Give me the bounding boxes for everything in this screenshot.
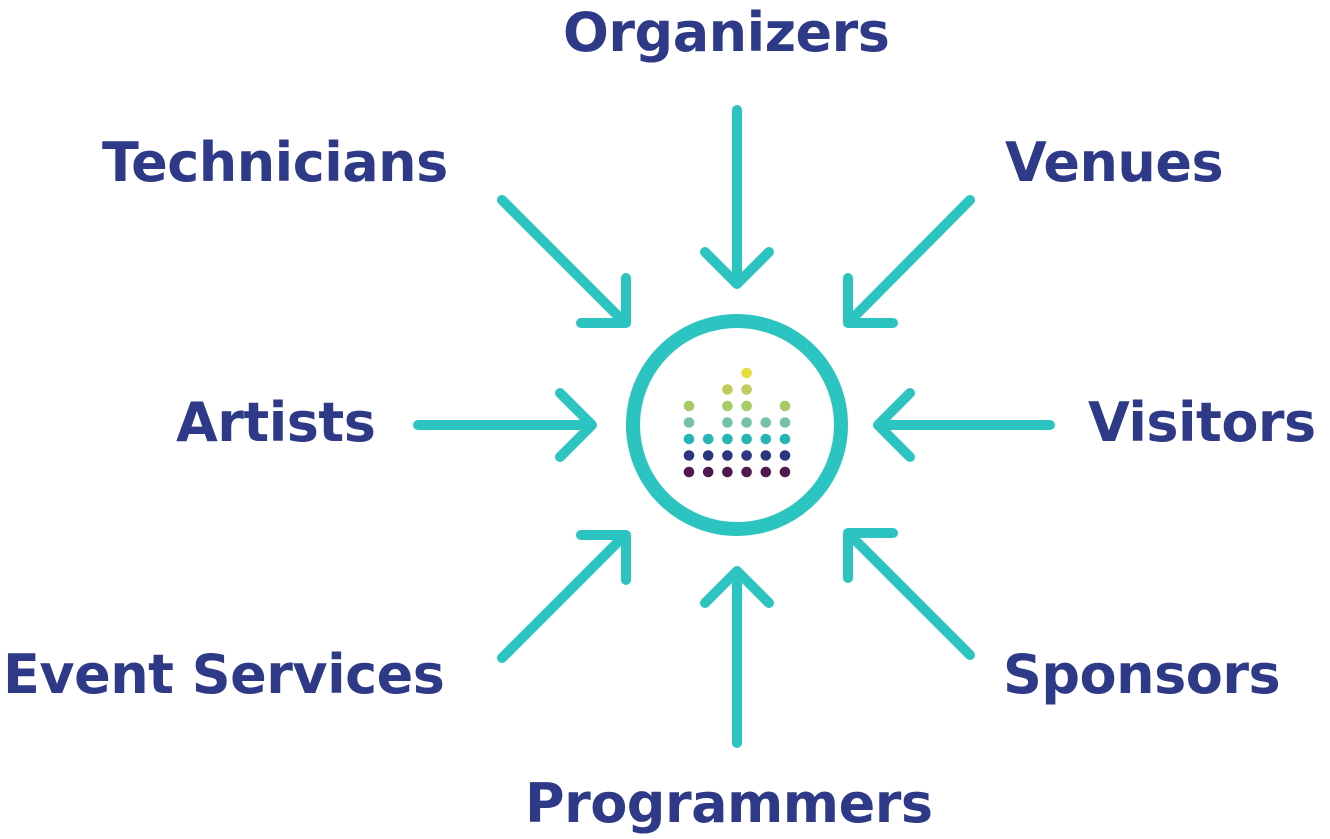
label-programmers: Programmers — [525, 772, 933, 835]
arrow-from-artists — [413, 388, 597, 462]
equalizer-dot — [702, 466, 714, 478]
equalizer-dot — [683, 450, 695, 461]
equalizer-dot — [722, 384, 733, 395]
equalizer-dot — [722, 450, 733, 461]
equalizer-dot — [683, 466, 695, 478]
label-technicians: Technicians — [102, 131, 448, 194]
equalizer-dot — [722, 400, 733, 412]
label-visitors: Visitors — [1088, 391, 1316, 454]
equalizer-dot — [741, 400, 752, 412]
equalizer-dot — [760, 417, 772, 428]
arrow-from-programmers — [700, 566, 774, 748]
equalizer-dot — [702, 450, 714, 461]
equalizer-dot-matrix-icon — [683, 367, 791, 478]
equalizer-dot — [722, 466, 733, 478]
equalizer-dot — [741, 466, 752, 478]
label-sponsors: Sponsors — [1003, 643, 1281, 706]
equalizer-dot — [779, 417, 791, 428]
equalizer-dot — [722, 433, 733, 445]
equalizer-dot — [722, 417, 733, 428]
equalizer-dot — [702, 433, 714, 445]
arrow-from-visitors — [873, 388, 1055, 462]
label-venues: Venues — [1005, 131, 1224, 194]
arrow-from-venues — [843, 195, 975, 328]
equalizer-dot — [779, 433, 791, 445]
equalizer-dot — [760, 466, 772, 478]
equalizer-dot — [741, 433, 752, 445]
arrow-from-sponsors — [843, 528, 975, 660]
equalizer-dot — [760, 433, 772, 445]
equalizer-dot — [741, 384, 752, 395]
arrow-from-technicians — [497, 195, 631, 328]
equalizer-dot — [779, 400, 791, 412]
label-organizers: Organizers — [563, 1, 890, 64]
equalizer-dot — [683, 400, 695, 412]
equalizer-dot — [683, 433, 695, 445]
equalizer-dot — [683, 417, 695, 428]
equalizer-dot — [741, 367, 752, 379]
arrow-from-organizers — [700, 105, 774, 289]
equalizer-dot — [741, 450, 752, 461]
label-event-services: Event Services — [3, 643, 445, 706]
equalizer-dot — [741, 417, 752, 428]
equalizer-dot — [779, 450, 791, 461]
label-artists: Artists — [176, 391, 376, 454]
arrow-from-event-services — [497, 530, 631, 663]
equalizer-dot — [760, 450, 772, 461]
hub-circle — [626, 314, 848, 536]
equalizer-dot — [779, 466, 791, 478]
